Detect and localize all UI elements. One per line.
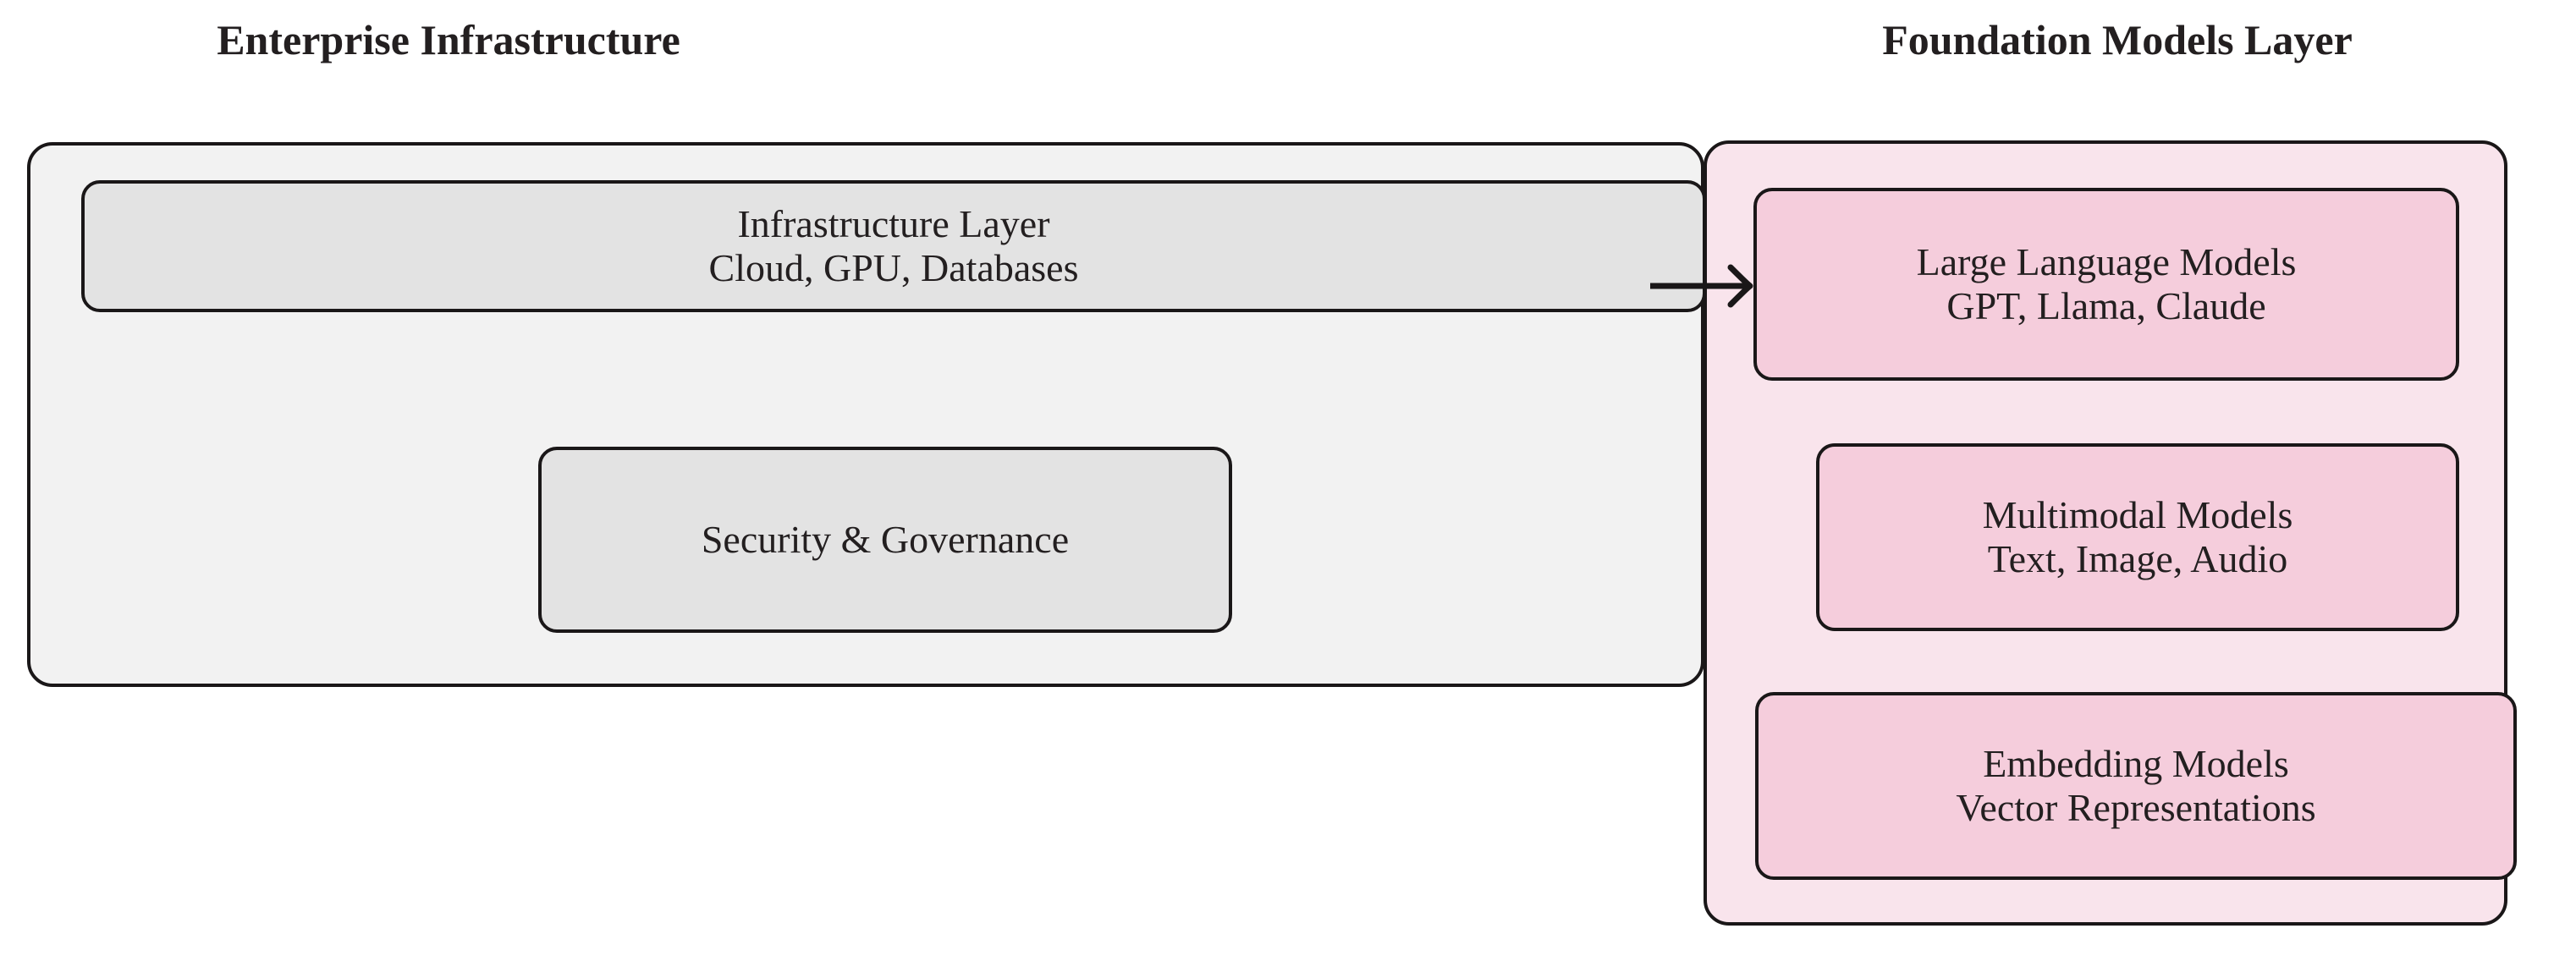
node-infrastructure-layer-title: Infrastructure Layer <box>737 202 1050 246</box>
node-infrastructure-layer-subtitle: Cloud, GPU, Databases <box>708 246 1079 289</box>
node-security-governance[interactable]: Security & Governance <box>538 447 1232 633</box>
node-embedding-models[interactable]: Embedding Models Vector Representations <box>1755 692 2517 880</box>
node-multimodal-models[interactable]: Multimodal Models Text, Image, Audio <box>1816 443 2459 631</box>
node-multimodal-models-subtitle: Text, Image, Audio <box>1987 537 2288 580</box>
node-security-governance-title: Security & Governance <box>701 518 1070 562</box>
node-large-language-models-title: Large Language Models <box>1916 240 2297 284</box>
node-multimodal-models-title: Multimodal Models <box>1982 493 2293 537</box>
node-embedding-models-title: Embedding Models <box>1983 742 2289 786</box>
node-large-language-models[interactable]: Large Language Models GPT, Llama, Claude <box>1753 188 2459 381</box>
edge-infrastructure-to-llm-arrow-icon <box>1650 264 1753 308</box>
group-title-enterprise-infrastructure: Enterprise Infrastructure <box>217 16 680 63</box>
node-embedding-models-subtitle: Vector Representations <box>1956 786 2316 829</box>
node-infrastructure-layer[interactable]: Infrastructure Layer Cloud, GPU, Databas… <box>81 180 1706 312</box>
node-large-language-models-subtitle: GPT, Llama, Claude <box>1946 284 2266 327</box>
group-title-foundation-models-layer: Foundation Models Layer <box>1882 16 2353 63</box>
